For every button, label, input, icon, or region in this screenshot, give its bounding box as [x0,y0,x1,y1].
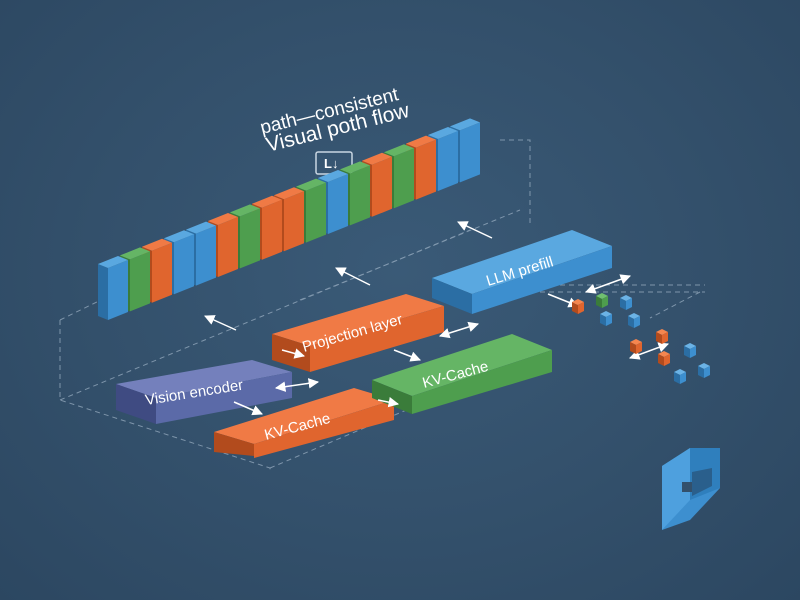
arrow-icon [393,349,421,362]
token-slab [394,148,414,209]
vision-encoder-node[interactable]: Vision encoder [116,360,292,424]
token-slab-top [208,213,238,225]
token-slab [218,217,238,277]
token-slab [240,208,260,269]
arrows-to-strip [204,221,493,331]
token-slab [306,182,326,243]
token-slab [262,199,282,260]
token-cubes [572,293,710,384]
token-cube [630,339,642,354]
token-slab-top [362,152,392,165]
token-slab [108,260,128,320]
cube-logo-icon [662,448,720,530]
badge-label: L↓ [324,156,338,171]
token-slab-top [406,135,436,148]
token-slab-top [186,221,216,234]
token-slab [438,131,458,191]
token-slab-top [230,204,260,217]
arrow-icon [335,267,371,286]
token-slab [416,139,436,200]
token-slab [284,191,304,252]
token-slab-top [274,187,304,200]
token-slab [152,242,172,303]
kv-cache-left-node[interactable]: KV-Cache [214,388,394,458]
llm-prefill-node[interactable]: LLM prefill [432,230,612,314]
token-slab-top [340,161,370,174]
arrows-between-nodes [233,274,669,416]
token-slab-top [252,195,282,208]
token-cube [658,351,670,366]
token-slab-top [142,238,172,251]
token-slab [350,165,370,226]
token-cube [596,293,608,308]
token-slab-top [98,256,128,268]
token-slab-top [318,170,348,182]
token-cube [698,363,710,378]
token-slab-top [384,144,414,157]
token-strip [98,118,480,320]
double-arrow-icon [438,321,480,339]
arrow-icon [233,401,263,416]
double-arrow-icon [629,342,669,360]
projection-layer-node[interactable]: Projection layer [272,294,444,372]
kv-cache-right-node[interactable]: KV-Cache [372,334,552,414]
arrow-icon [204,315,237,331]
token-slab-top [296,178,326,191]
arrow-icon [377,396,400,408]
token-cube [572,299,584,314]
token-slab-top [450,118,480,131]
token-slab [460,122,480,183]
token-slab [196,225,216,286]
arrow-icon [457,221,493,239]
token-slab [174,234,194,295]
token-cube [620,295,632,310]
token-slab [372,156,392,217]
token-cube [674,369,686,384]
token-slab [130,251,150,312]
token-slab-side [98,264,108,320]
token-slab-top [120,247,150,260]
token-cube [684,343,696,358]
arrow-icon [281,348,306,359]
token-cube [656,329,668,344]
token-slab [328,174,348,234]
double-arrow-icon [274,378,320,392]
token-slab-top [428,127,458,139]
token-cube [628,313,640,328]
token-slab-top [164,230,194,243]
token-cube [600,311,612,326]
double-arrow-icon [585,274,631,294]
